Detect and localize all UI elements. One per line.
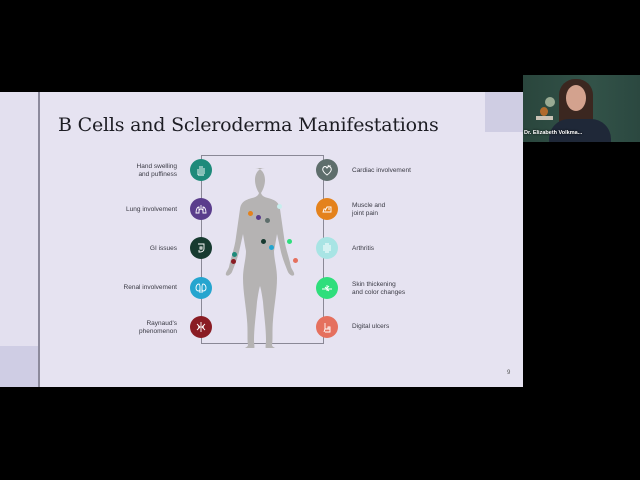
label-line: joint pain (352, 210, 379, 217)
label-hand-swelling: Hand swelling and puffiness (97, 163, 177, 179)
label-line: Skin thickening (352, 281, 396, 288)
label-line: and puffiness (138, 171, 177, 178)
slide-page-number: 9 (507, 370, 511, 376)
skin-icon (316, 277, 338, 299)
label-cardiac-involvement: Cardiac involvement (352, 167, 452, 175)
body-dot-ulcer (293, 258, 298, 263)
label-line: and color changes (352, 289, 406, 296)
label-line: Raynaud's (146, 320, 177, 327)
label-line: Hand swelling (136, 163, 177, 170)
speaker-video-tile[interactable]: Dr. Elizabeth Volkma... (523, 75, 640, 142)
label-lung-involvement: Lung involvement (97, 206, 177, 214)
label-line: phenomenon (139, 328, 177, 335)
label-raynauds: Raynaud's phenomenon (97, 320, 177, 336)
slide-title: B Cells and Scleroderma Manifestations (58, 114, 439, 136)
muscle-icon (316, 198, 338, 220)
body-dot-hand (232, 252, 237, 257)
slide-left-band (0, 92, 38, 387)
label-renal-involvement: Renal involvement (97, 284, 177, 292)
label-arthritis: Arthritis (352, 245, 452, 253)
kidney-icon (190, 277, 212, 299)
label-line: Lung involvement (126, 206, 177, 213)
slide-left-band-accent (0, 346, 38, 387)
label-digital-ulcers: Digital ulcers (352, 323, 452, 331)
lungs-icon (190, 198, 212, 220)
body-dot-skin (287, 239, 292, 244)
label-line: Muscle and (352, 202, 386, 209)
presentation-slide: B Cells and Scleroderma Manifestations H… (0, 92, 523, 387)
body-dot-muscle (248, 211, 253, 216)
label-line: GI issues (149, 245, 177, 252)
vessels-icon (190, 316, 212, 338)
body-dot-gi (261, 239, 266, 244)
participant-name-label: Dr. Elizabeth Volkma... (524, 130, 583, 136)
body-dot-renal (269, 245, 274, 250)
label-line: Arthritis (352, 245, 375, 252)
label-line: Digital ulcers (352, 323, 390, 330)
video-books (536, 116, 553, 120)
video-plant (545, 97, 555, 107)
body-dot-arthritis (277, 204, 282, 209)
label-line: Cardiac involvement (352, 167, 411, 174)
joint-icon (316, 237, 338, 259)
stomach-icon (190, 237, 212, 259)
finger-icon (316, 316, 338, 338)
body-dot-raynaud (231, 259, 236, 264)
body-dot-lung (256, 215, 261, 220)
label-muscle-joint-pain: Muscle and joint pain (352, 202, 452, 218)
label-skin-thickening: Skin thickening and color changes (352, 281, 452, 297)
speaker-face (566, 85, 586, 111)
label-gi-issues: GI issues (97, 245, 177, 253)
slide-corner-accent (485, 92, 523, 132)
body-dot-cardiac (265, 218, 270, 223)
speaker-shoulders (549, 119, 611, 142)
label-line: Renal involvement (123, 284, 177, 291)
heart-icon (316, 159, 338, 181)
slide-divider-line (38, 92, 40, 387)
video-vase (540, 107, 548, 116)
hand-icon (190, 159, 212, 181)
human-body-silhouette (225, 168, 295, 348)
